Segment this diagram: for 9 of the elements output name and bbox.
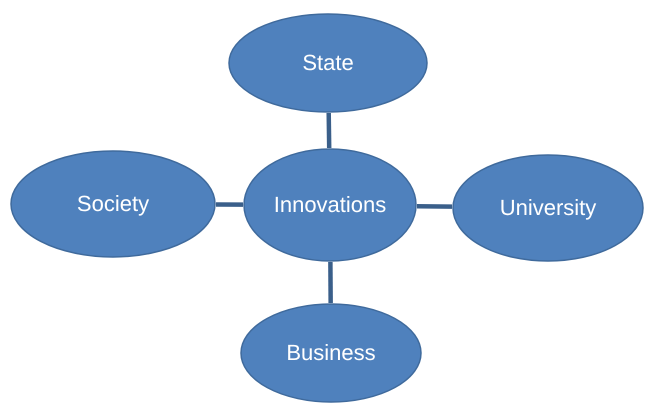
connector-line bbox=[326, 112, 332, 148]
node-label: State bbox=[302, 50, 354, 76]
connector-line bbox=[216, 202, 244, 207]
node-label: University bbox=[500, 195, 596, 221]
node-label: Innovations bbox=[274, 192, 386, 218]
connector-line bbox=[416, 204, 452, 209]
node-label: Society bbox=[76, 191, 150, 217]
connector-line bbox=[328, 262, 333, 304]
node-label: Business bbox=[286, 340, 376, 366]
